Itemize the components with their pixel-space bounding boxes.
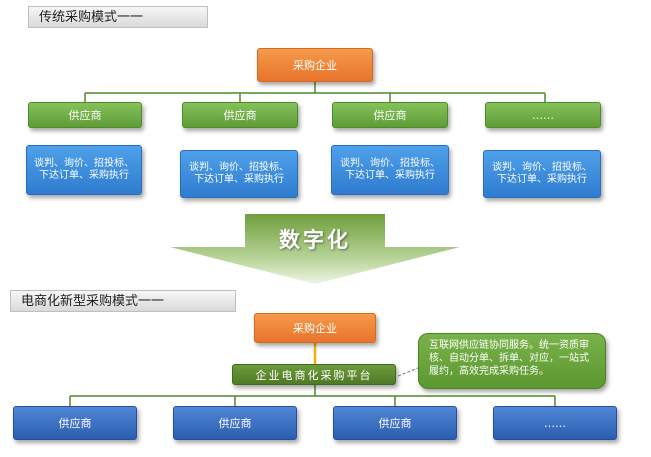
transition-arrow [170, 214, 460, 284]
task-node-2: 谈判、询价、招投标、下达订单、采购执行 [180, 150, 298, 198]
ecommerce-supplier-3: 供应商 [333, 406, 457, 440]
task-node-1: 谈判、询价、招投标、下达订单、采购执行 [26, 145, 142, 195]
platform-node: 企业电商化采购平台 [232, 364, 396, 385]
ecommerce-buyer-node: 采购企业 [254, 313, 376, 343]
task-node-4: 谈判、询价、招投标、下达订单、采购执行 [483, 150, 601, 198]
supplier-node-4: …… [485, 102, 601, 128]
ecommerce-supplier-1: 供应商 [13, 406, 137, 440]
ecommerce-supplier-2: 供应商 [173, 406, 297, 440]
transition-label: 数字化 [279, 228, 351, 252]
buyer-node: 采购企业 [257, 48, 373, 82]
traditional-section-title: 传统采购模式一一 [28, 6, 208, 28]
task-node-3: 谈判、询价、招投标、下达订单、采购执行 [331, 145, 449, 195]
platform-note: 互联网供应链协同服务。统一资质审核、自动分单、拆单、对应，一站式履约，高效完成采… [418, 333, 606, 389]
ecommerce-section-title: 电商化新型采购模式一一 [10, 290, 236, 312]
transition-arrow-group: 数字化 [170, 214, 460, 284]
ecommerce-supplier-4: …… [493, 406, 617, 440]
supplier-node-2: 供应商 [182, 102, 298, 128]
connector-note [397, 367, 419, 377]
supplier-node-1: 供应商 [28, 102, 142, 128]
supplier-node-3: 供应商 [332, 102, 448, 128]
